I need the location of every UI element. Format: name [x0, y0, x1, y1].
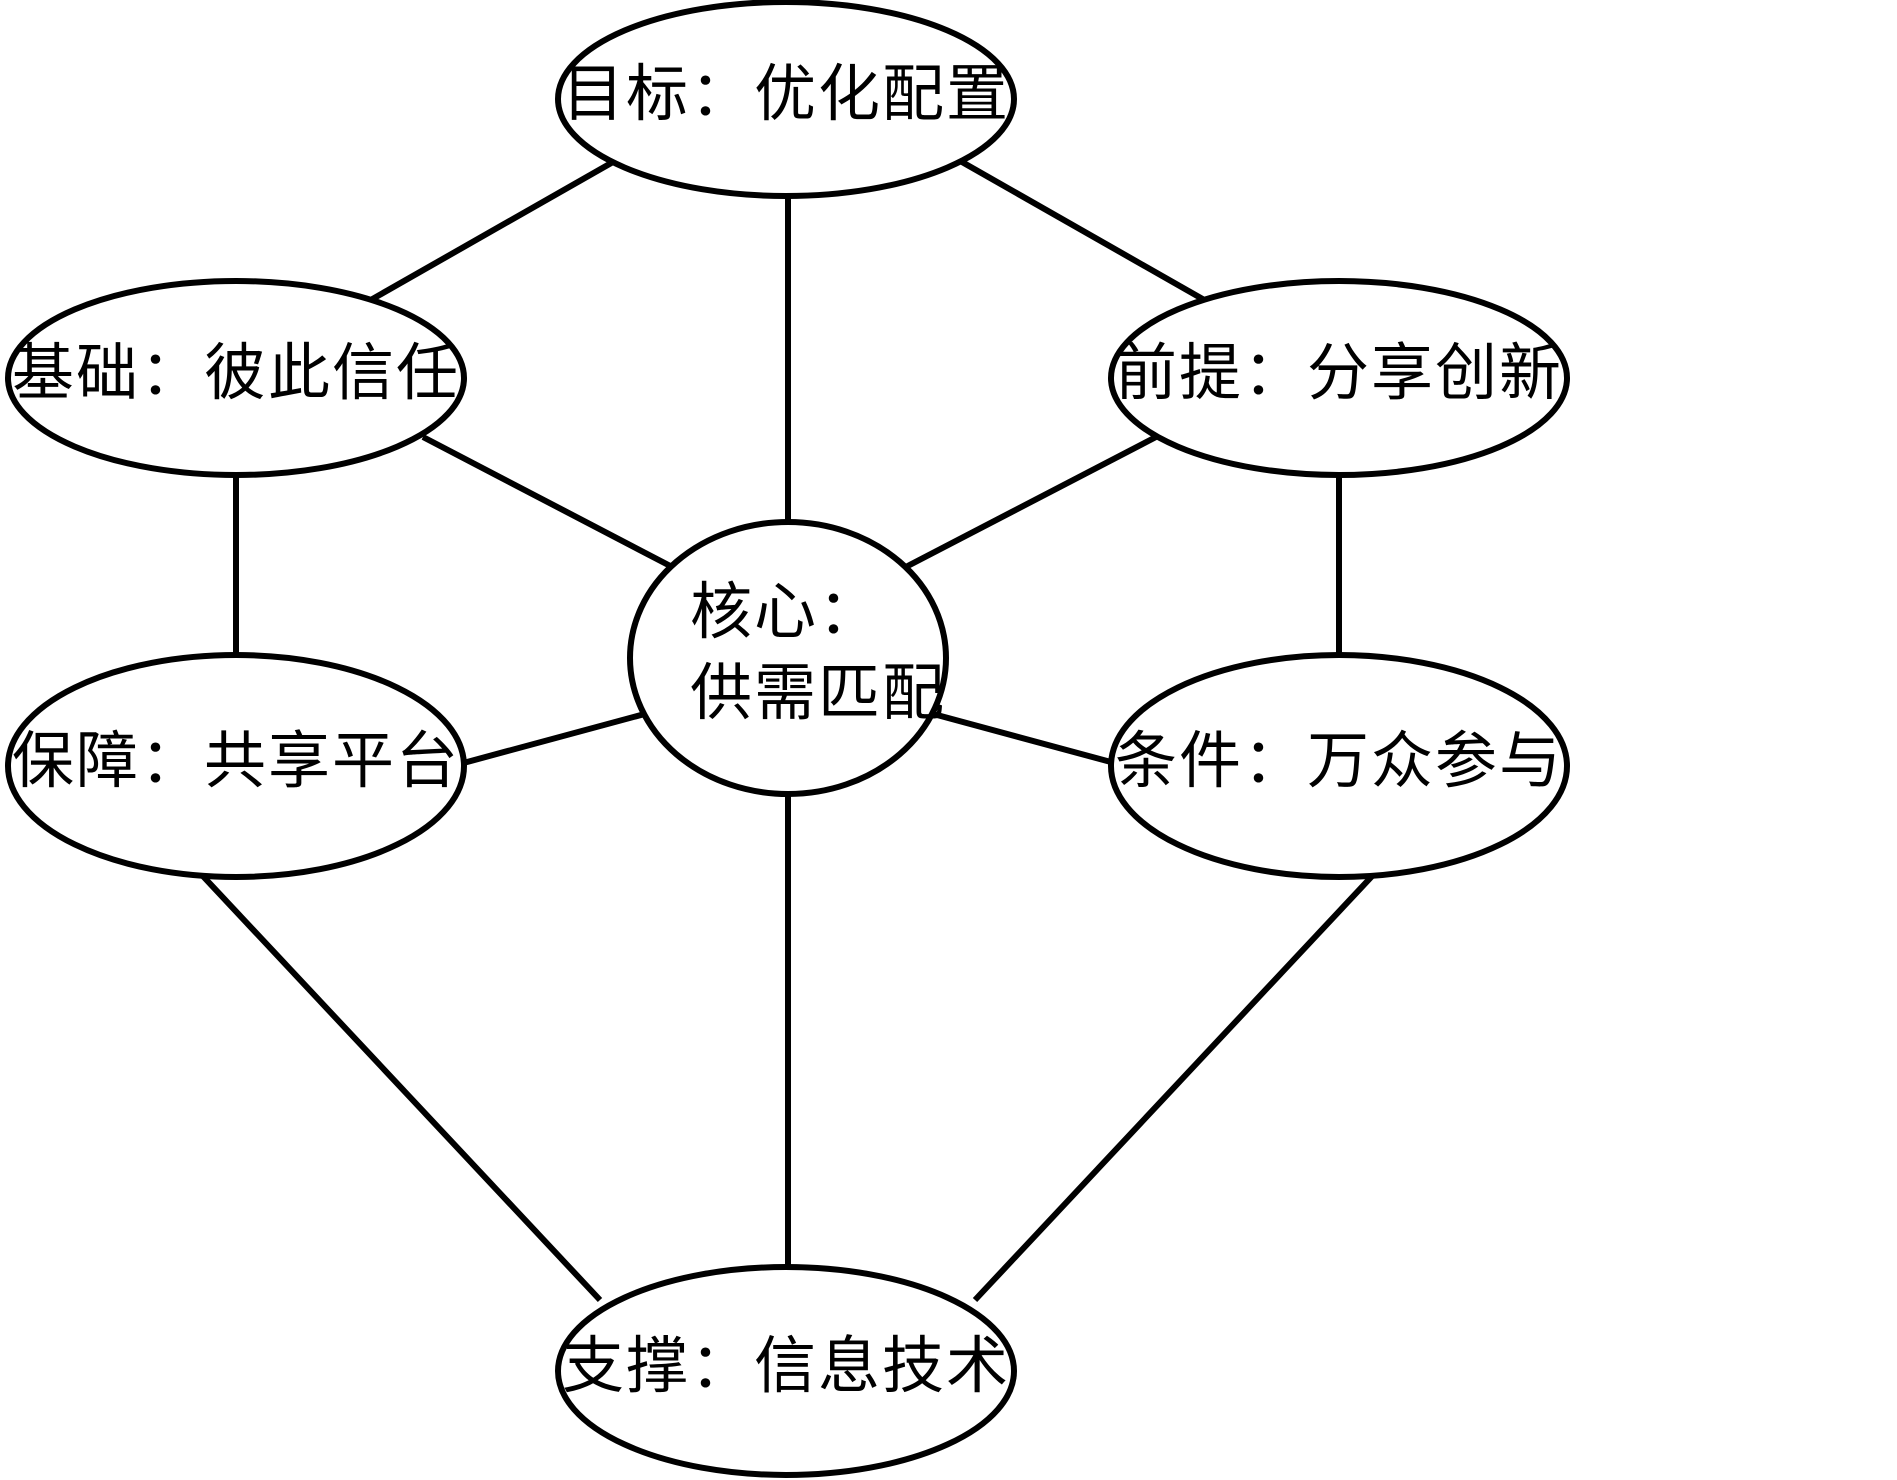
edge-premise-core [898, 434, 1158, 573]
node-premise[interactable]: 前提：分享创新 [1108, 278, 1570, 478]
node-premise-label: 前提：分享创新 [1115, 340, 1563, 408]
node-goal-ellipse[interactable] [555, 0, 1017, 199]
edge-layer [197, 159, 1378, 1303]
node-guarantee-label: 保障：共享平台 [12, 728, 460, 796]
node-condition[interactable]: 条件：万众参与 [1108, 652, 1570, 880]
edge-foundation-core [421, 434, 680, 573]
edge-guarantee-support [197, 870, 603, 1303]
node-core-circle[interactable] [627, 519, 949, 797]
node-goal-label: 目标：优化配置 [562, 61, 1010, 129]
node-core-label-line1: 核心： [690, 579, 882, 647]
node-support-ellipse[interactable] [555, 1264, 1017, 1478]
node-guarantee[interactable]: 保障：共享平台 [5, 652, 467, 880]
node-condition-label: 条件：万众参与 [1115, 728, 1563, 796]
node-core-label-line2: 供需匹配 [690, 660, 946, 728]
edge-condition-core [925, 709, 1123, 768]
node-guarantee-ellipse[interactable] [5, 652, 467, 880]
node-foundation[interactable]: 基础：彼此信任 [5, 278, 467, 478]
node-goal[interactable]: 目标：优化配置 [555, 0, 1017, 199]
node-support-label: 支撑：信息技术 [562, 1333, 1010, 1401]
node-condition-ellipse[interactable] [1108, 652, 1570, 880]
node-core[interactable]: 核心： 供需匹配 [627, 519, 949, 797]
node-support[interactable]: 支撑：信息技术 [555, 1264, 1017, 1478]
node-foundation-ellipse[interactable] [5, 278, 467, 478]
node-foundation-label: 基础：彼此信任 [12, 340, 460, 408]
edge-guarantee-core [455, 709, 653, 768]
edge-condition-support [972, 870, 1378, 1303]
node-premise-ellipse[interactable] [1108, 278, 1570, 478]
